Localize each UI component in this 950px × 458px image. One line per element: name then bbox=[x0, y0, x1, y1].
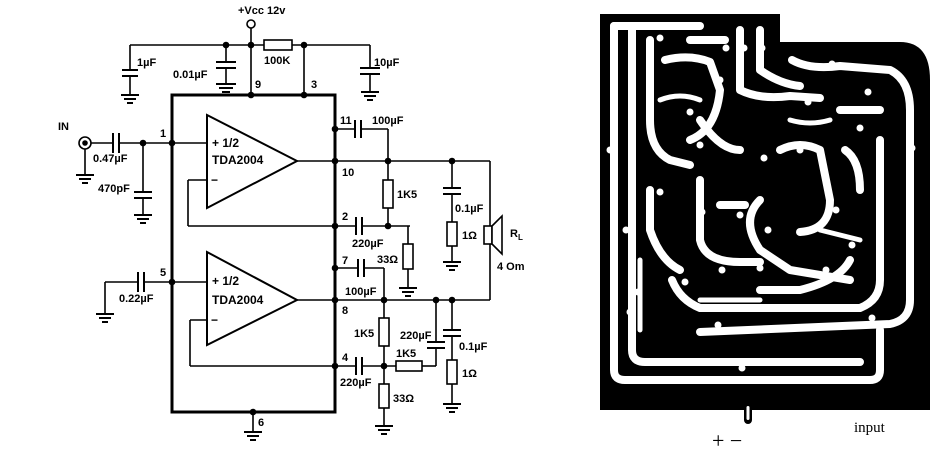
pin-label: 11 bbox=[340, 115, 352, 127]
pin-label: 6 bbox=[258, 417, 264, 429]
label-1k5-upper: 1K5 bbox=[397, 189, 417, 201]
pin-label: 2 bbox=[342, 211, 348, 223]
input-pad bbox=[880, 380, 900, 410]
supply-label: +Vcc 12v bbox=[238, 5, 286, 17]
resistor-1ohm-lower bbox=[446, 359, 458, 385]
pin-label: 1 bbox=[160, 128, 166, 140]
label-01uf-lower: 0.1µF bbox=[459, 341, 488, 353]
resistor-1k5-lower bbox=[378, 317, 390, 347]
chip-label-upper: TDA2004 bbox=[212, 153, 264, 167]
pcb-layout: + − input bbox=[600, 14, 930, 453]
label-022uf: 0.22µF bbox=[119, 293, 154, 305]
label-1ohm-lower: 1Ω bbox=[462, 368, 477, 380]
pcb-input-label: input bbox=[854, 420, 886, 436]
minus-label-upper: − bbox=[211, 173, 218, 187]
resistor-1ohm-upper bbox=[446, 221, 458, 247]
label-1ohm-upper: 1Ω bbox=[462, 230, 477, 242]
pin-label: 9 bbox=[255, 79, 261, 91]
label-33-upper: 33Ω bbox=[377, 254, 398, 266]
resistor-1k5-upper bbox=[382, 179, 394, 209]
label-33-lower: 33Ω bbox=[393, 393, 414, 405]
label-047uf: 0.47µF bbox=[93, 153, 128, 165]
minus-label-lower: − bbox=[211, 313, 218, 327]
label-470pf: 470pF bbox=[98, 183, 130, 195]
speaker bbox=[483, 225, 493, 245]
pin-label: 10 bbox=[342, 167, 354, 179]
label-220uf-upper: 220µF bbox=[352, 238, 384, 250]
input-label: IN bbox=[58, 121, 69, 133]
label-01uf-upper: 0.1µF bbox=[455, 203, 484, 215]
pin-label: 4 bbox=[342, 352, 349, 364]
label-220uf-lower: 220µF bbox=[340, 377, 372, 389]
label-220uf-mid: 220µF bbox=[400, 330, 432, 342]
load-label: R bbox=[510, 228, 518, 240]
opamp-upper bbox=[206, 113, 300, 210]
label-10uf: 10µF bbox=[374, 57, 400, 69]
label-1uf: 1µF bbox=[137, 57, 156, 69]
load-subscript: L bbox=[518, 233, 523, 242]
resistor-100k bbox=[263, 39, 293, 51]
half-label-upper: + 1/2 bbox=[212, 136, 239, 150]
pin-label: 7 bbox=[342, 255, 348, 267]
resistor-33-lower bbox=[378, 383, 390, 409]
pin-label: 5 bbox=[160, 267, 166, 279]
ground-symbol bbox=[121, 94, 139, 104]
vcc-terminal bbox=[246, 19, 256, 29]
schematic bbox=[76, 19, 503, 441]
pin-label: 3 bbox=[311, 79, 317, 91]
resistor-1k5-horizontal bbox=[395, 360, 423, 372]
label-1k5-horizontal: 1K5 bbox=[396, 348, 416, 360]
label-100k: 100K bbox=[264, 55, 290, 67]
load-value: 4 Om bbox=[497, 261, 525, 273]
half-label-lower: + 1/2 bbox=[212, 274, 239, 288]
chip-label-lower: TDA2004 bbox=[212, 293, 264, 307]
opamp-lower bbox=[206, 250, 300, 347]
pin-label: 8 bbox=[342, 305, 348, 317]
schematic-labels: +Vcc 12v IN TDA2004 + 1/2 − TDA2004 + 1/… bbox=[58, 5, 525, 429]
label-100uf-lower: 100µF bbox=[345, 286, 377, 298]
label-1k5-lower: 1K5 bbox=[354, 328, 374, 340]
pcb-polarity-label: + − bbox=[712, 428, 742, 453]
label-001uf: 0.01µF bbox=[173, 69, 208, 81]
resistor-33-upper bbox=[402, 243, 414, 270]
label-100uf-upper: 100µF bbox=[372, 115, 404, 127]
